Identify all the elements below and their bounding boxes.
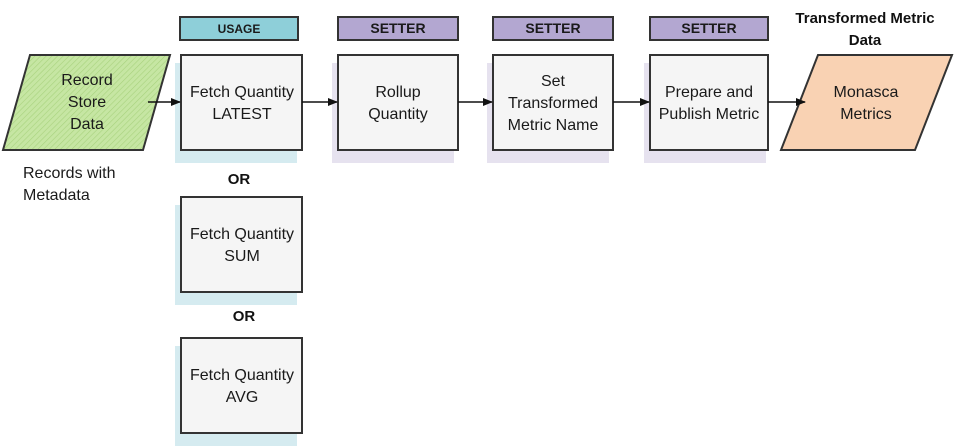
svg-text:SUM: SUM [224, 248, 260, 265]
or-label: OR [228, 171, 251, 188]
svg-text:Data: Data [70, 116, 104, 133]
svg-text:Metric Name: Metric Name [508, 117, 599, 134]
fetch-avg-node: Fetch Quantity AVG [175, 337, 303, 446]
monasca-metrics-node: Monasca Metrics [779, 54, 954, 151]
fetch-sum-node: Fetch Quantity SUM [175, 196, 303, 305]
svg-text:Data: Data [849, 32, 882, 49]
setter-tag-label: SETTER [681, 20, 736, 36]
svg-text:Quantity: Quantity [368, 106, 428, 123]
output-title: Transformed Metric Data [795, 10, 934, 49]
svg-text:AVG: AVG [226, 389, 259, 406]
svg-text:Record: Record [61, 72, 113, 89]
publish-metric-node: Prepare and Publish Metric [644, 54, 769, 163]
or-label: OR [233, 308, 256, 325]
svg-text:Metrics: Metrics [840, 106, 892, 123]
svg-text:Fetch Quantity: Fetch Quantity [190, 226, 294, 243]
records-caption: Records with Metadata [23, 165, 115, 204]
usage-tag-label: USAGE [218, 22, 261, 36]
svg-text:Prepare and: Prepare and [665, 84, 753, 101]
setter-tag-label: SETTER [525, 20, 580, 36]
svg-text:Transformed: Transformed [508, 95, 598, 112]
svg-text:Fetch Quantity: Fetch Quantity [190, 84, 294, 101]
svg-text:Fetch Quantity: Fetch Quantity [190, 367, 294, 384]
svg-text:LATEST: LATEST [212, 106, 272, 123]
setter-tag-label: SETTER [370, 20, 425, 36]
setter-tag-rollup: SETTER [337, 16, 459, 41]
svg-text:Transformed Metric: Transformed Metric [795, 10, 934, 27]
svg-text:Store: Store [68, 94, 106, 111]
svg-text:Rollup: Rollup [375, 84, 420, 101]
usage-tag: USAGE [179, 16, 299, 41]
svg-text:Records with: Records with [23, 165, 115, 182]
fetch-latest-node: Fetch Quantity LATEST [175, 54, 303, 163]
svg-text:Monasca: Monasca [834, 84, 899, 101]
setter-tag-publish: SETTER [649, 16, 769, 41]
svg-text:Metadata: Metadata [23, 187, 90, 204]
svg-text:Set: Set [541, 73, 566, 90]
svg-text:Publish Metric: Publish Metric [659, 106, 759, 123]
record-store-data-node: Record Store Data [1, 54, 172, 151]
rollup-quantity-node: Rollup Quantity [332, 54, 459, 163]
setter-tag-set-name: SETTER [492, 16, 614, 41]
set-metric-name-node: Set Transformed Metric Name [487, 54, 614, 163]
